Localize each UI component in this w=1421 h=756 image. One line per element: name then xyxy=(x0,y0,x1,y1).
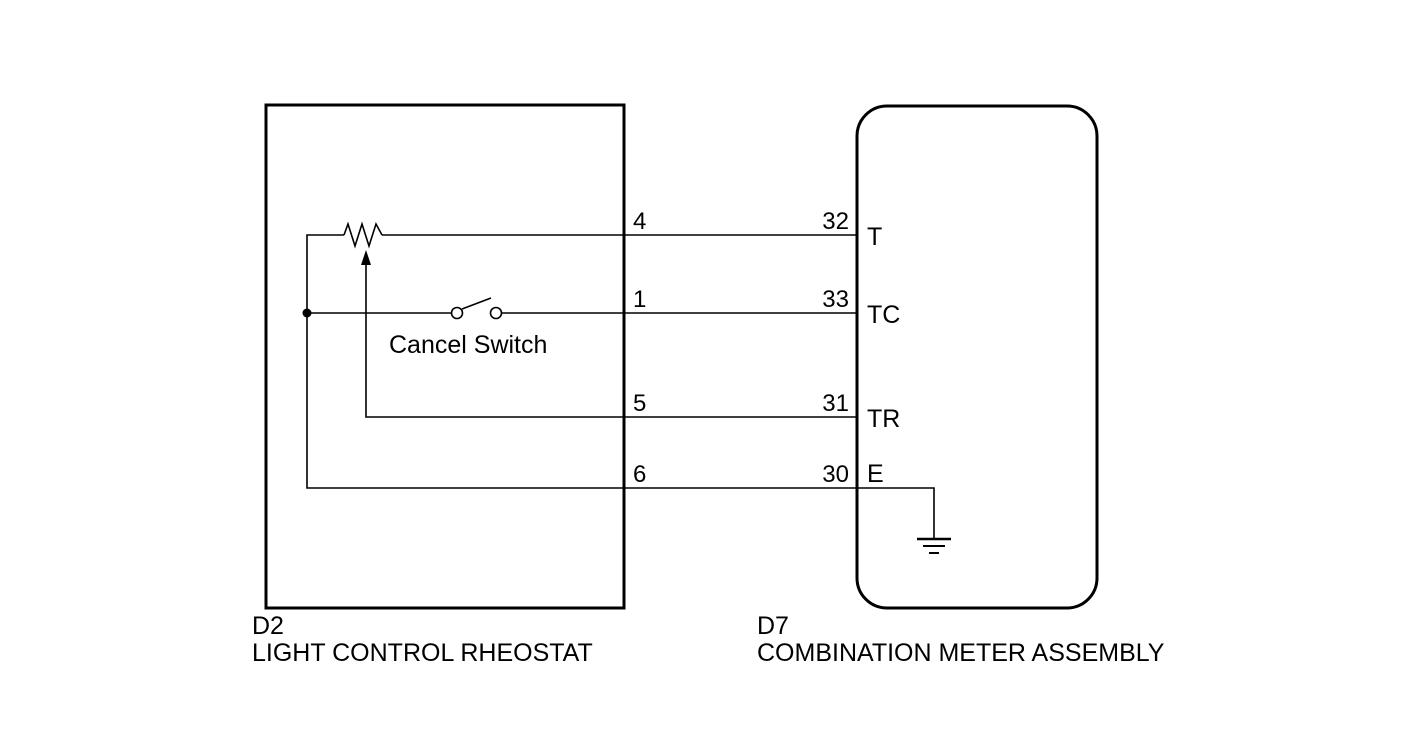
terminal-t: T xyxy=(867,223,882,251)
meter-pin-t: 32 xyxy=(822,208,849,235)
switch-contact-right xyxy=(489,306,503,320)
ground-icon xyxy=(917,537,951,554)
terminal-tc: TC xyxy=(867,301,900,329)
rheostat-pin-t: 4 xyxy=(633,208,646,235)
rheostat-box xyxy=(264,103,626,610)
wire-tr xyxy=(365,264,857,418)
rheostat-name: LIGHT CONTROL RHEOSTAT xyxy=(252,639,593,667)
meter-name: COMBINATION METER ASSEMBLY xyxy=(757,639,1165,667)
meter-code: D7 xyxy=(757,612,789,640)
switch-blade xyxy=(461,297,492,310)
meter-pin-e: 30 xyxy=(822,461,849,488)
switch-contact-left xyxy=(450,306,464,320)
wire-t xyxy=(306,234,344,313)
wiper-arrow xyxy=(361,250,371,265)
wire-e-inner xyxy=(857,487,935,538)
rheostat-pin-tc: 1 xyxy=(633,286,646,313)
rheostat-pin-e: 6 xyxy=(633,461,646,488)
cancel-switch-label: Cancel Switch xyxy=(389,331,547,359)
rheostat-pin-tr: 5 xyxy=(633,390,646,417)
meter-pin-tc: 33 xyxy=(822,286,849,313)
terminal-tr: TR xyxy=(867,405,900,433)
rheostat-code: D2 xyxy=(252,612,284,640)
wire-e xyxy=(306,313,857,489)
meter-pin-tr: 31 xyxy=(822,390,849,417)
meter-box xyxy=(855,104,1099,610)
terminal-e: E xyxy=(867,460,884,488)
resistor-symbol xyxy=(343,221,383,249)
